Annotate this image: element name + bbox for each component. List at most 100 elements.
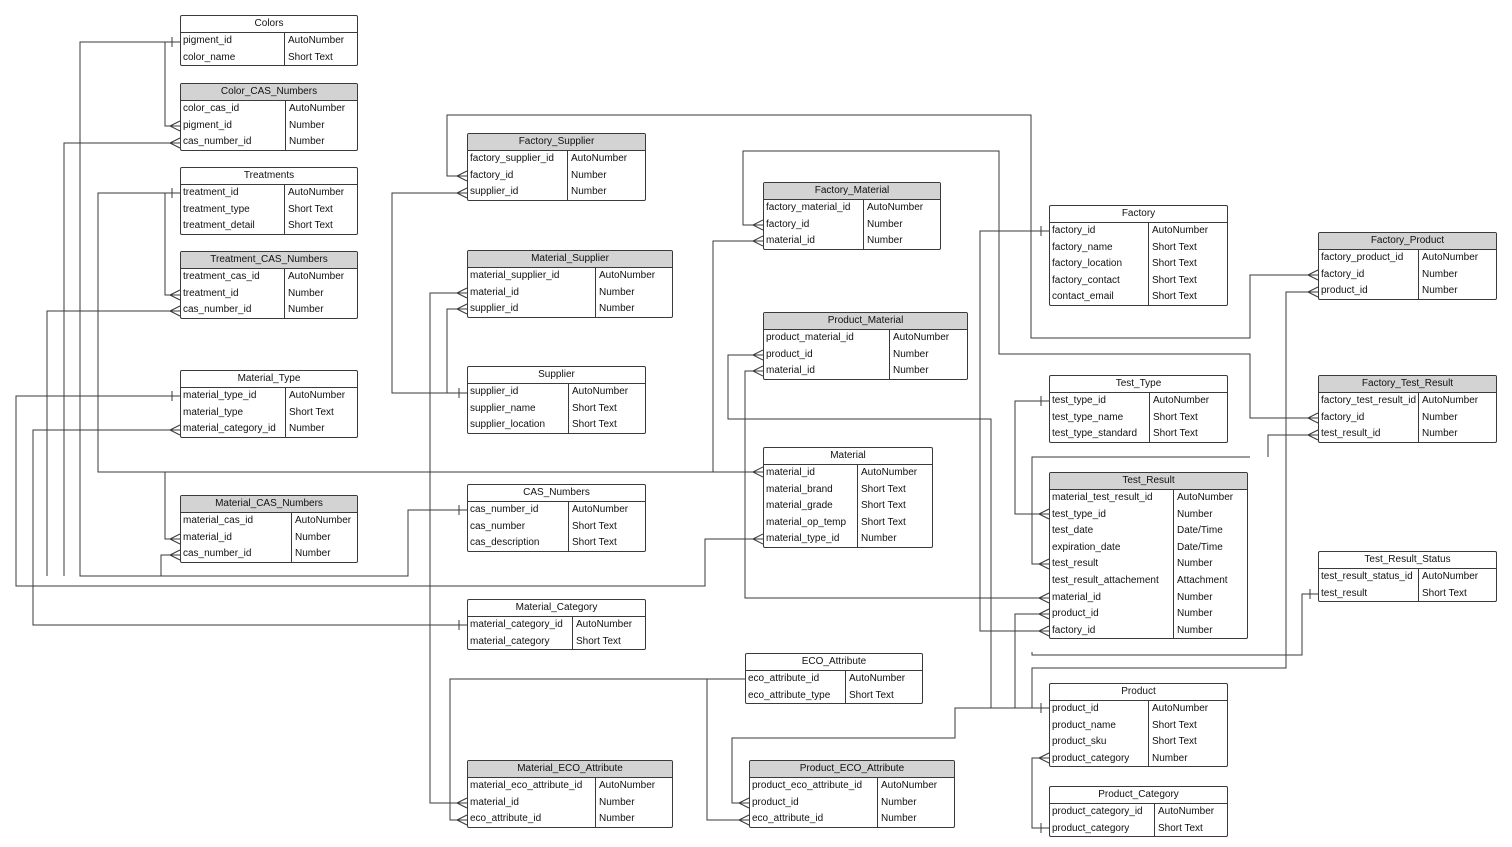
field-row[interactable]: product_idNumber xyxy=(1050,606,1247,623)
field-row[interactable]: factory_idNumber xyxy=(1319,409,1496,427)
field-row[interactable]: factory_idAutoNumber xyxy=(1050,223,1227,240)
table-product[interactable]: Productproduct_idAutoNumberproduct_nameS… xyxy=(1049,683,1228,768)
field-row[interactable]: material_idNumber xyxy=(181,529,357,547)
table-factory-product[interactable]: Factory_Productfactory_product_idAutoNum… xyxy=(1318,232,1497,300)
field-row[interactable]: cas_numberShort Text xyxy=(468,518,645,536)
table-product-category[interactable]: Product_Categoryproduct_category_idAutoN… xyxy=(1049,786,1228,838)
field-row[interactable]: contact_emailShort Text xyxy=(1050,289,1227,305)
field-row[interactable]: factory_supplier_idAutoNumber xyxy=(468,151,645,168)
table-eco-attribute[interactable]: ECO_Attributeeco_attribute_idAutoNumbere… xyxy=(745,653,923,705)
field-row[interactable]: material_idAutoNumber xyxy=(764,465,932,482)
table-product-eco[interactable]: Product_ECO_Attributeproduct_eco_attribu… xyxy=(749,760,955,828)
field-row[interactable]: test_type_nameShort Text xyxy=(1050,409,1227,427)
field-row[interactable]: color_cas_idAutoNumber xyxy=(181,101,357,118)
field-row[interactable]: product_skuShort Text xyxy=(1050,734,1227,751)
table-factory-material[interactable]: Factory_Materialfactory_material_idAutoN… xyxy=(763,182,941,250)
table-treatment-cas[interactable]: Treatment_CAS_Numberstreatment_cas_idAut… xyxy=(180,251,358,319)
field-row[interactable]: material_category_idNumber xyxy=(181,421,357,437)
field-row[interactable]: product_categoryNumber xyxy=(1050,750,1227,767)
table-material-type[interactable]: Material_Typematerial_type_idAutoNumberm… xyxy=(180,370,358,438)
table-material-cas[interactable]: Material_CAS_Numbersmaterial_cas_idAutoN… xyxy=(180,495,358,563)
table-test-result[interactable]: Test_Resultmaterial_test_result_idAutoNu… xyxy=(1049,472,1248,640)
field-row[interactable]: test_type_idAutoNumber xyxy=(1050,393,1227,410)
field-row[interactable]: eco_attribute_idAutoNumber xyxy=(746,671,922,688)
field-row[interactable]: factory_idNumber xyxy=(1050,622,1247,639)
field-row[interactable]: supplier_idAutoNumber xyxy=(468,384,645,401)
field-row[interactable]: test_type_idNumber xyxy=(1050,506,1247,524)
field-row[interactable]: cas_number_idNumber xyxy=(181,546,357,562)
table-product-material[interactable]: Product_Materialproduct_material_idAutoN… xyxy=(763,312,968,380)
field-row[interactable]: cas_number_idNumber xyxy=(181,134,357,150)
table-treatments[interactable]: Treatmentstreatment_idAutoNumbertreatmen… xyxy=(180,167,358,235)
table-cas-numbers[interactable]: CAS_Numberscas_number_idAutoNumbercas_nu… xyxy=(467,484,646,552)
field-row[interactable]: factory_idNumber xyxy=(1319,266,1496,284)
field-row[interactable]: material_test_result_idAutoNumber xyxy=(1050,490,1247,507)
field-row[interactable]: material_op_tempShort Text xyxy=(764,514,932,532)
field-row[interactable]: test_resultShort Text xyxy=(1319,585,1496,602)
field-row[interactable]: treatment_idNumber xyxy=(181,285,357,303)
field-row[interactable]: material_type_idAutoNumber xyxy=(181,388,357,405)
field-row[interactable]: factory_product_idAutoNumber xyxy=(1319,250,1496,267)
table-colors[interactable]: Colorspigment_idAutoNumbercolor_nameShor… xyxy=(180,15,358,67)
field-row[interactable]: test_result_idNumber xyxy=(1319,426,1496,442)
field-row[interactable]: supplier_locationShort Text xyxy=(468,417,645,433)
field-row[interactable]: product_eco_attribute_idAutoNumber xyxy=(750,778,954,795)
field-row[interactable]: supplier_idNumber xyxy=(468,184,645,200)
field-row[interactable]: test_result_attachementAttachment xyxy=(1050,572,1247,590)
field-row[interactable]: product_nameShort Text xyxy=(1050,717,1227,735)
table-supplier[interactable]: Suppliersupplier_idAutoNumbersupplier_na… xyxy=(467,366,646,434)
field-row[interactable]: material_idNumber xyxy=(468,794,672,812)
field-row[interactable]: factory_material_idAutoNumber xyxy=(764,200,940,217)
field-row[interactable]: eco_attribute_idNumber xyxy=(750,811,954,827)
field-row[interactable]: test_resultNumber xyxy=(1050,556,1247,573)
field-row[interactable]: color_nameShort Text xyxy=(181,49,357,66)
field-row[interactable]: material_cas_idAutoNumber xyxy=(181,513,357,530)
field-row[interactable]: material_gradeShort Text xyxy=(764,498,932,515)
field-row[interactable]: eco_attribute_idNumber xyxy=(468,811,672,827)
field-row[interactable]: factory_locationShort Text xyxy=(1050,256,1227,273)
field-row[interactable]: factory_contactShort Text xyxy=(1050,272,1227,290)
field-row[interactable]: cas_number_idNumber xyxy=(181,302,357,318)
field-row[interactable]: treatment_cas_idAutoNumber xyxy=(181,269,357,286)
field-row[interactable]: product_categoryShort Text xyxy=(1050,820,1227,837)
table-test-type[interactable]: Test_Typetest_type_idAutoNumbertest_type… xyxy=(1049,375,1228,443)
field-row[interactable]: pigment_idNumber xyxy=(181,117,357,135)
field-row[interactable]: material_type_idNumber xyxy=(764,531,932,547)
table-material[interactable]: Materialmaterial_idAutoNumbermaterial_br… xyxy=(763,447,933,548)
field-row[interactable]: test_dateDate/Time xyxy=(1050,523,1247,540)
field-row[interactable]: product_category_idAutoNumber xyxy=(1050,804,1227,821)
field-row[interactable]: product_idNumber xyxy=(750,794,954,812)
field-row[interactable]: material_supplier_idAutoNumber xyxy=(468,268,672,285)
field-row[interactable]: supplier_idNumber xyxy=(468,301,672,317)
field-row[interactable]: factory_test_result_idAutoNumber xyxy=(1319,393,1496,410)
field-row[interactable]: factory_idNumber xyxy=(468,167,645,185)
field-row[interactable]: product_idNumber xyxy=(1319,283,1496,299)
table-factory-test-result[interactable]: Factory_Test_Resultfactory_test_result_i… xyxy=(1318,375,1497,443)
field-row[interactable]: treatment_detailShort Text xyxy=(181,218,357,234)
field-row[interactable]: treatment_idAutoNumber xyxy=(181,185,357,202)
field-row[interactable]: cas_number_idAutoNumber xyxy=(468,502,645,519)
field-row[interactable]: factory_nameShort Text xyxy=(1050,239,1227,257)
table-color-cas[interactable]: Color_CAS_Numberscolor_cas_idAutoNumberp… xyxy=(180,83,358,151)
field-row[interactable]: material_category_idAutoNumber xyxy=(468,617,645,634)
table-material-category[interactable]: Material_Categorymaterial_category_idAut… xyxy=(467,599,646,651)
field-row[interactable]: test_result_status_idAutoNumber xyxy=(1319,569,1496,586)
field-row[interactable]: test_type_standardShort Text xyxy=(1050,426,1227,442)
field-row[interactable]: expiration_dateDate/Time xyxy=(1050,539,1247,557)
field-row[interactable]: cas_descriptionShort Text xyxy=(468,535,645,551)
field-row[interactable]: product_idNumber xyxy=(764,346,967,364)
field-row[interactable]: material_brandShort Text xyxy=(764,481,932,499)
table-material-supplier[interactable]: Material_Suppliermaterial_supplier_idAut… xyxy=(467,250,673,318)
table-material-eco[interactable]: Material_ECO_Attributematerial_eco_attri… xyxy=(467,760,673,828)
field-row[interactable]: material_eco_attribute_idAutoNumber xyxy=(468,778,672,795)
table-factory[interactable]: Factoryfactory_idAutoNumberfactory_nameS… xyxy=(1049,205,1228,306)
field-row[interactable]: product_material_idAutoNumber xyxy=(764,330,967,347)
field-row[interactable]: supplier_nameShort Text xyxy=(468,400,645,418)
field-row[interactable]: material_idNumber xyxy=(1050,589,1247,607)
field-row[interactable]: pigment_idAutoNumber xyxy=(181,33,357,50)
field-row[interactable]: material_idNumber xyxy=(764,363,967,379)
field-row[interactable]: factory_idNumber xyxy=(764,216,940,234)
field-row[interactable]: material_idNumber xyxy=(764,233,940,249)
table-test-result-status[interactable]: Test_Result_Statustest_result_status_idA… xyxy=(1318,551,1497,603)
field-row[interactable]: material_idNumber xyxy=(468,284,672,302)
